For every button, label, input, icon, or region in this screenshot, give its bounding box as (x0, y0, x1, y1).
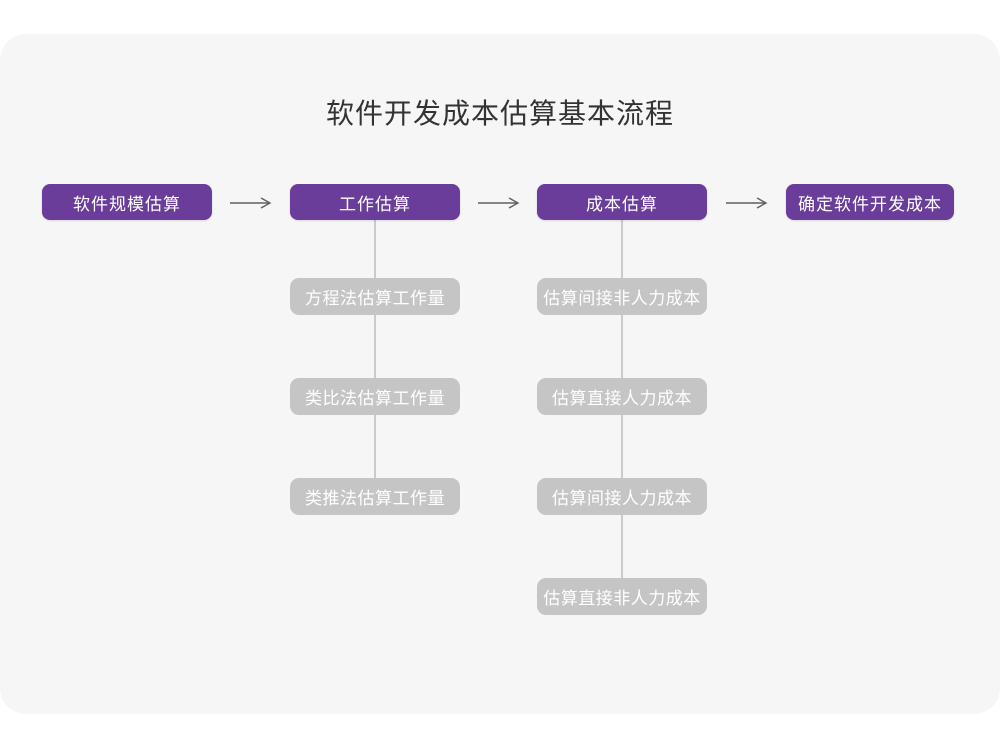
stage-label: 工作估算 (339, 194, 411, 214)
stage-label: 成本估算 (586, 194, 658, 214)
sub-box-indirect-nonlabor-cost: 估算间接非人力成本 (537, 278, 707, 315)
flow-arrow-icon (229, 196, 273, 215)
connector-line-work (374, 219, 376, 497)
sub-box-label: 估算间接非人力成本 (543, 289, 701, 308)
sub-box-direct-nonlabor-cost: 估算直接非人力成本 (537, 578, 707, 615)
flow-arrow-icon (725, 196, 769, 215)
stage-label: 确定软件开发成本 (798, 194, 942, 214)
sub-box-label: 估算直接人力成本 (552, 389, 692, 408)
sub-box-indirect-labor-cost: 估算间接人力成本 (537, 478, 707, 515)
stage-box-work-estimation: 工作估算 (290, 184, 460, 220)
flowchart-card: 软件开发成本估算基本流程 软件规模估算 工作估算 成本估算 确定软件开发成本 (0, 34, 1000, 714)
sub-box-label: 类比法估算工作量 (305, 389, 445, 408)
stage-box-cost-estimation: 成本估算 (537, 184, 707, 220)
sub-box-label: 估算直接非人力成本 (543, 589, 701, 608)
stage-box-scale-estimation: 软件规模估算 (42, 184, 212, 220)
sub-box-equation-method: 方程法估算工作量 (290, 278, 460, 315)
diagram-title: 软件开发成本估算基本流程 (325, 98, 674, 129)
sub-box-label: 类推法估算工作量 (305, 489, 445, 508)
sub-box-label: 估算间接人力成本 (552, 489, 692, 508)
sub-box-direct-labor-cost: 估算直接人力成本 (537, 378, 707, 415)
flow-arrow-icon (477, 196, 521, 215)
sub-box-extrapolation-method: 类推法估算工作量 (290, 478, 460, 515)
stage-box-determine-cost: 确定软件开发成本 (786, 184, 954, 220)
sub-box-analogy-method: 类比法估算工作量 (290, 378, 460, 415)
stage-label: 软件规模估算 (73, 194, 181, 214)
sub-box-label: 方程法估算工作量 (305, 289, 445, 308)
